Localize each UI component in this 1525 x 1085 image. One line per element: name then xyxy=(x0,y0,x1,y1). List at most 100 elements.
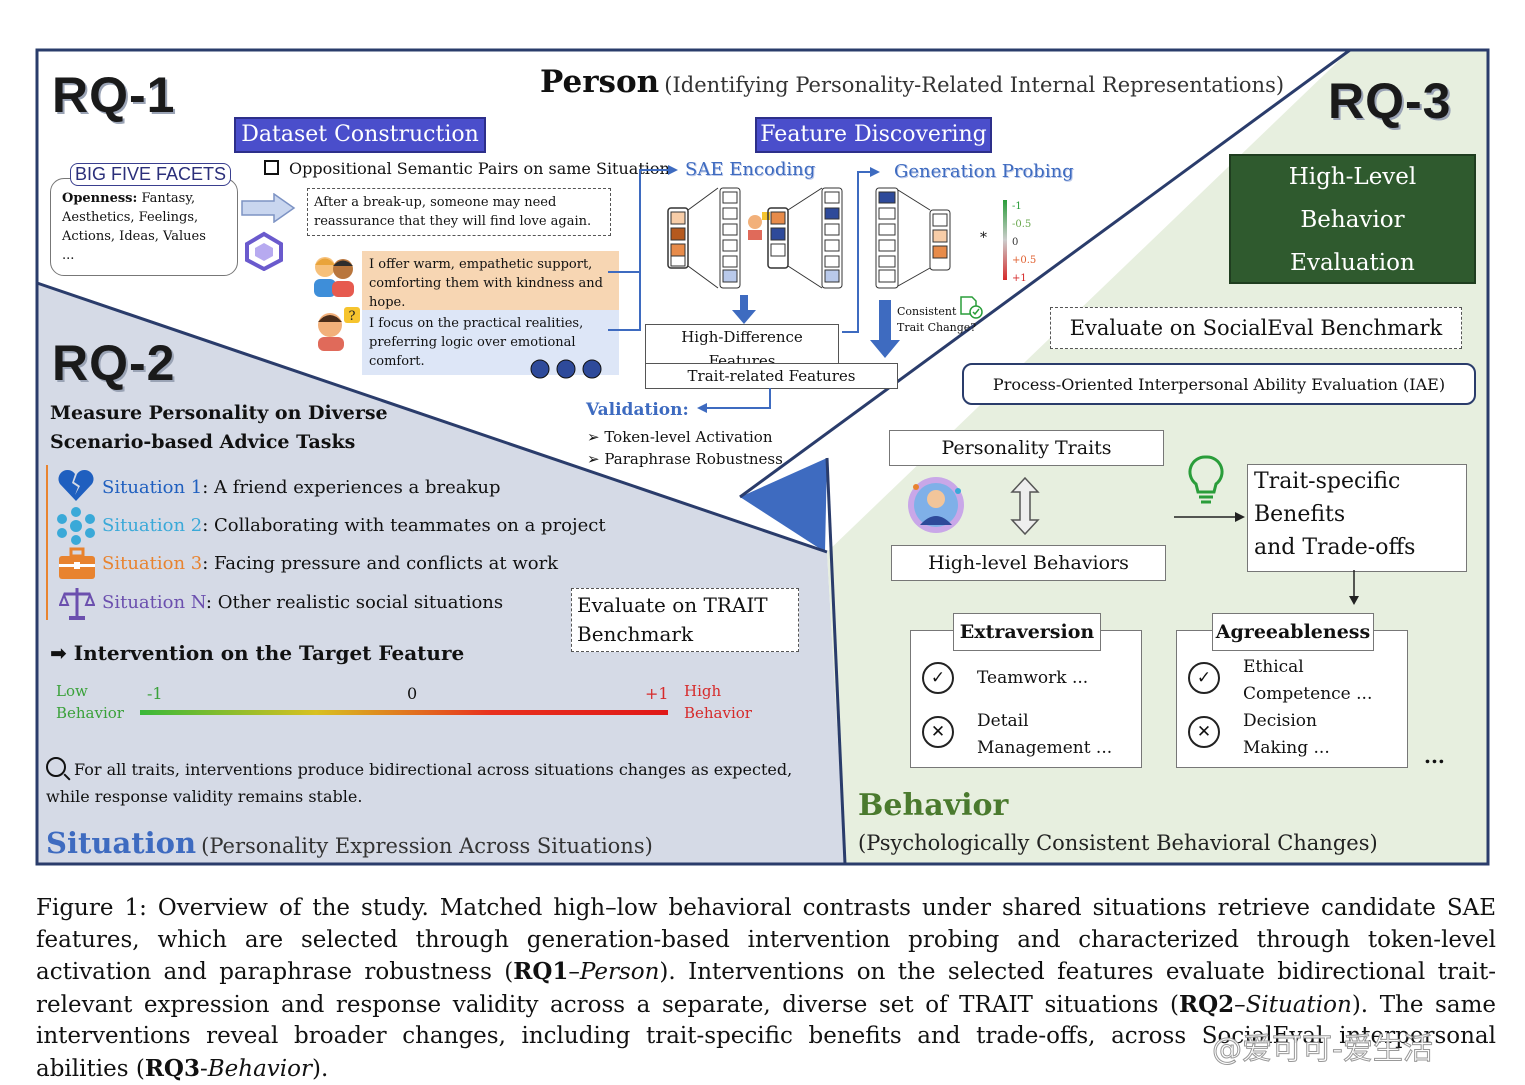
more-dots-icon xyxy=(530,359,602,379)
opp-pairs-text: Oppositional Semantic Pairs on same Situ… xyxy=(289,159,670,178)
sae-encoding-label: SAE Encoding xyxy=(685,159,816,180)
big-five-label: BIG FIVE FACETS xyxy=(70,163,232,186)
lightbulb-icon xyxy=(1188,455,1224,504)
person-heading: Person (Identifying Personality-Related … xyxy=(540,64,1284,100)
behavior-subtitle: (Psychologically Consistent Behavioral C… xyxy=(858,831,1378,855)
doc-check-icon xyxy=(960,296,983,319)
response-low-bubble: I focus on the practical realities, pref… xyxy=(362,310,619,375)
eval-line: Evaluation xyxy=(1290,250,1415,276)
confused-person-icon: ? xyxy=(318,307,360,351)
trait-specific-line: Trait-specific xyxy=(1254,469,1401,494)
trait-specific-line: Benefits xyxy=(1254,502,1346,527)
situation-item-3: Situation 3: Facing pressure and conflic… xyxy=(102,553,558,574)
rq2-label: RQ-2 xyxy=(52,335,176,391)
extra-pos-text: Teamwork ... xyxy=(977,668,1089,688)
intervention-gradient-bar xyxy=(140,710,668,715)
validation-arrow xyxy=(697,388,771,413)
magnifier-icon xyxy=(46,757,71,781)
scale-min: -1 xyxy=(147,684,163,703)
right-arrow-icon: ➡ xyxy=(50,641,67,665)
low-behavior-label: Low Behavior xyxy=(56,682,124,722)
rq3-label: RQ-3 xyxy=(1328,73,1452,129)
trait-specific-line: and Trade-offs xyxy=(1254,535,1416,560)
feature-discovering-header: Feature Discovering xyxy=(755,117,992,153)
validation-item: ➢ Token-level Activation xyxy=(587,428,773,446)
eval-line: High-Level xyxy=(1288,164,1417,190)
socialeval-box: Evaluate on SocialEval Benchmark xyxy=(1050,307,1462,349)
rq1-label: RQ-1 xyxy=(52,67,176,123)
dataset-construction-header: Dataset Construction xyxy=(234,117,486,153)
situation-item-n: Situation N: Other realistic social situ… xyxy=(102,592,503,613)
broken-heart-icon xyxy=(58,469,94,501)
x-circle-icon: ✕ xyxy=(922,716,954,748)
intervention-text: Intervention on the Target Feature xyxy=(73,641,465,665)
person-title: Person xyxy=(540,64,660,100)
caption-rq2: RQ2 xyxy=(1179,990,1235,1018)
validation-label: Validation: xyxy=(586,400,689,420)
situation-subtitle: (Personality Expression Across Situation… xyxy=(201,834,653,858)
trait-down-arrow xyxy=(1349,570,1359,605)
situation-name: Situation N xyxy=(102,592,206,613)
scales-icon xyxy=(59,588,95,620)
evaluate-trait-box: Evaluate on TRAIT Benchmark xyxy=(571,588,799,652)
intervention-row: ➡ Intervention on the Target Feature xyxy=(50,641,464,665)
openness-text: Openness: Fantasy, Aesthetics, Feelings,… xyxy=(62,189,232,265)
caption-rq1: RQ1 xyxy=(513,958,569,985)
trait-related-features-box: Trait-related Features xyxy=(645,363,898,389)
rq2-region xyxy=(37,283,845,864)
scale-label: 0 xyxy=(1012,237,1019,248)
person-avatar-icon xyxy=(908,477,964,533)
situation-name: Situation 3 xyxy=(102,553,203,574)
svg-text:?: ? xyxy=(349,309,356,324)
x-circle-icon: ✕ xyxy=(1188,716,1220,748)
situation-text: : Other realistic social situations xyxy=(205,592,504,613)
situation-item-1: Situation 1: A friend experiences a brea… xyxy=(102,477,501,498)
extraversion-label: Extraversion xyxy=(953,613,1101,651)
caption-rq3: RQ3 xyxy=(144,1054,200,1082)
validation-list: ➢ Token-level Activation ➢ Paraphrase Ro… xyxy=(587,426,783,470)
situation-title: Situation xyxy=(46,826,197,860)
behavior-title: Behavior xyxy=(858,788,1009,823)
scale-label: -1 xyxy=(1012,201,1022,212)
check-circle-icon: ✓ xyxy=(922,662,954,694)
eval-line: Behavior xyxy=(1300,207,1405,233)
situation-text: : A friend experiences a breakup xyxy=(202,477,501,498)
watermark: @爱可可-爱生活 xyxy=(1212,1032,1434,1068)
trait-arrow xyxy=(1174,512,1245,522)
scale-max: +1 xyxy=(645,684,669,703)
validation-item: ➢ Paraphrase Robustness xyxy=(587,450,783,468)
caption-situation: Situation xyxy=(1245,991,1352,1018)
finding-text: For all traits, interventions produce bi… xyxy=(46,756,816,810)
agreeableness-label: Agreeableness xyxy=(1212,613,1374,651)
high-level-behaviors-box: High-level Behaviors xyxy=(891,545,1166,581)
high-behavior-label: High Behavior xyxy=(684,682,752,722)
situation-text-box: After a break-up, someone may need reass… xyxy=(307,188,611,236)
model-logo-icon xyxy=(245,231,283,271)
high-level-eval-box: High-Level Behavior Evaluation xyxy=(1229,154,1476,284)
scale-label: +1 xyxy=(1012,273,1027,284)
check-circle-icon: ✓ xyxy=(1188,662,1220,694)
situation-name: Situation 2 xyxy=(102,515,203,536)
measure-title: Measure Personality on Diverse Scenario-… xyxy=(50,402,388,453)
situation-heading: Situation (Personality Expression Across… xyxy=(46,826,653,860)
person-subtitle: (Identifying Personality-Related Interna… xyxy=(664,73,1285,97)
openness-head: Openness: xyxy=(62,191,138,206)
personality-traits-box: Personality Traits xyxy=(889,430,1164,466)
situation-text: : Collaborating with teammates on a proj… xyxy=(202,515,606,536)
situation-list-bar xyxy=(46,465,48,620)
generation-probing-label: Generation Probing xyxy=(894,161,1074,182)
probing-scale: -1 -0.5 0 +0.5 +1 xyxy=(1012,198,1036,288)
scale-label: -0.5 xyxy=(1012,219,1032,230)
scale-label: +0.5 xyxy=(1012,255,1037,266)
feature-discovering-diagram xyxy=(608,165,1007,358)
caption-person: Person xyxy=(579,959,660,985)
iae-box: Process-Oriented Interpersonal Ability E… xyxy=(962,363,1476,405)
checkbox-icon xyxy=(264,160,279,175)
consistent-trait-label: Consistent Trait Change? xyxy=(897,305,977,334)
scale-mid: 0 xyxy=(407,684,418,703)
blue-triangle xyxy=(740,458,827,552)
briefcase-icon xyxy=(59,547,95,579)
